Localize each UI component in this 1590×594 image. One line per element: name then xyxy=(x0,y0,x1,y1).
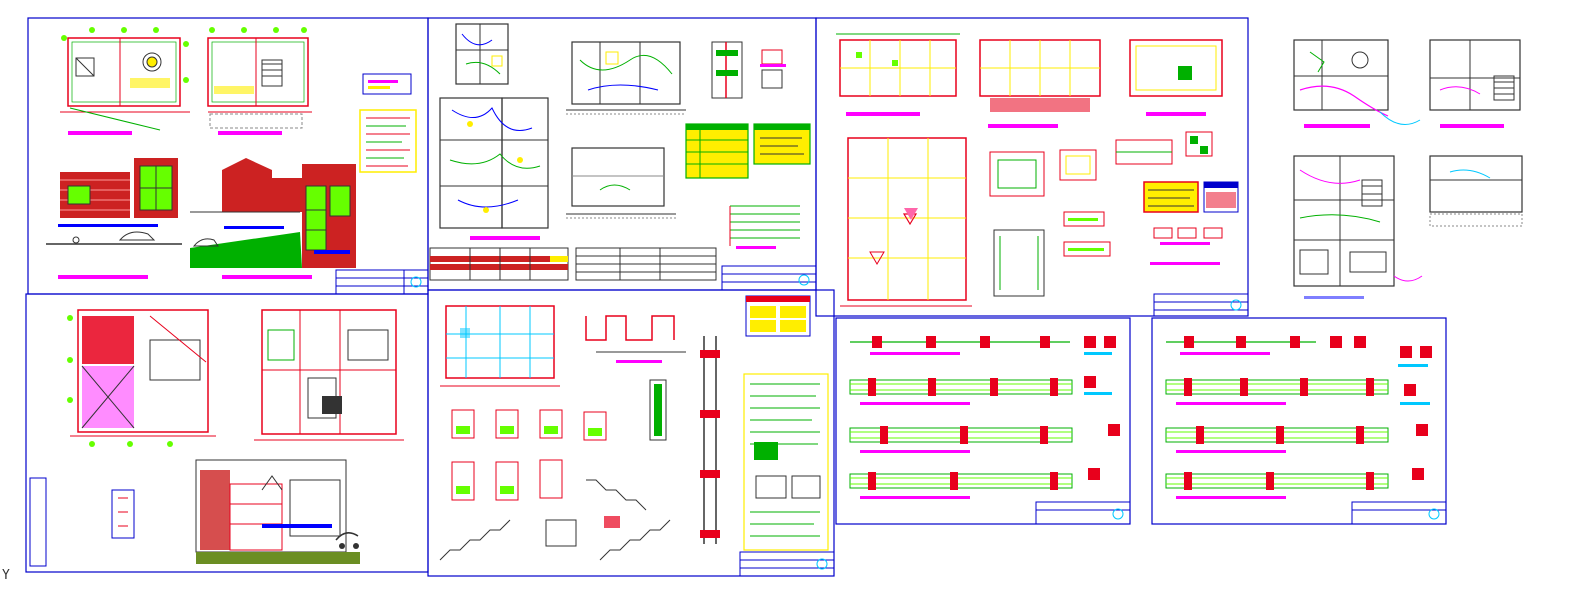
sheet-2-plan-right-bottom xyxy=(566,147,676,219)
sheet-1[interactable] xyxy=(27,17,429,295)
sheet-8-title-block xyxy=(1351,501,1447,525)
sheet-6-border xyxy=(427,289,835,577)
sheet-7-beam-row-4 xyxy=(849,472,1073,499)
sheet-2-plan-right-top xyxy=(566,41,686,115)
sheet-5-floor-plan-a xyxy=(67,309,216,447)
sheet-6-foundation-plan xyxy=(440,305,560,387)
sheet-7-title-block xyxy=(1035,501,1131,525)
sheet-2-riser-diagram xyxy=(711,41,786,99)
sheet-7-beam-sections xyxy=(1084,336,1120,480)
sheet-3-slab-plan xyxy=(840,137,972,307)
sheet-3-title-block xyxy=(1153,293,1249,317)
sheet-2-single-line-diagram xyxy=(729,205,800,249)
sheet-7-border xyxy=(835,317,1131,525)
sheet-6-title-block xyxy=(739,551,835,577)
sheet-3-border xyxy=(815,17,1249,317)
sheet-6-general-notes xyxy=(743,295,829,551)
sheet-2[interactable] xyxy=(427,17,817,291)
sheet-8-beam-row-4 xyxy=(1165,472,1389,499)
sheet-8-beam-sections xyxy=(1330,336,1432,480)
sheet-5-legend xyxy=(29,477,135,567)
sheet-7-beam-row-3 xyxy=(849,426,1073,453)
sheet-8-beam-row-1 xyxy=(1166,336,1316,355)
sheet-4[interactable] xyxy=(1293,39,1523,299)
sheet-6-stair-sections xyxy=(439,479,671,561)
sheet-2-legend-table-b xyxy=(753,123,811,165)
sheet-2-plan-top xyxy=(455,23,509,85)
sheet-2-legend-table-a xyxy=(685,123,749,179)
sheet-1-title-block xyxy=(335,269,429,295)
sheet-3-foundation-plan-b xyxy=(979,39,1101,112)
sheet-3-notes-box xyxy=(1143,181,1239,213)
sheet-7-beam-row-1 xyxy=(850,336,1070,355)
sheet-3-column-details xyxy=(989,131,1213,197)
sheet-2-title-block xyxy=(721,265,817,291)
sheet-8-border xyxy=(1151,317,1447,525)
ucs-axis-label: Y xyxy=(2,568,10,583)
sheet-3-beam-sections xyxy=(1150,227,1223,265)
sheet-3-footing-section xyxy=(993,211,1111,297)
sheet-3-foundation-plan-a xyxy=(836,33,960,97)
sheet-1-floor-plan-a xyxy=(60,27,190,131)
sheet-7[interactable] xyxy=(835,317,1131,525)
sheet-7-beam-row-2 xyxy=(849,378,1073,405)
sheet-2-plan-middle xyxy=(439,97,549,229)
sheet-1-legend xyxy=(362,73,412,95)
sheet-8[interactable] xyxy=(1151,317,1447,525)
sheet-8-beam-row-3 xyxy=(1165,426,1389,453)
sheet-5-building-section xyxy=(195,459,360,564)
sheet-3-roof-plan xyxy=(1129,39,1223,97)
sheet-1-front-elevation xyxy=(46,158,182,245)
sheet-4-plan-a xyxy=(1293,39,1421,125)
sheet-1-floor-plan-b xyxy=(207,27,312,129)
sheet-2-load-table xyxy=(429,247,717,281)
sheet-8-beam-row-2 xyxy=(1165,378,1389,405)
sheet-6-wall-section xyxy=(649,336,720,544)
sheet-5-floor-plan-b xyxy=(254,309,404,441)
sheet-1-side-elevation xyxy=(190,158,356,268)
sheet-1-notes-box xyxy=(359,109,417,173)
sheet-6[interactable] xyxy=(427,289,835,577)
sheet-4-plan-b xyxy=(1429,39,1521,111)
sheet-4-plan-c xyxy=(1293,155,1423,287)
sheet-5[interactable] xyxy=(25,293,429,573)
sheet-4-plan-d xyxy=(1429,155,1523,227)
sheet-3[interactable] xyxy=(815,17,1249,317)
sheet-6-stair-elevation xyxy=(585,315,686,363)
sheet-6-column-sections xyxy=(451,409,607,501)
